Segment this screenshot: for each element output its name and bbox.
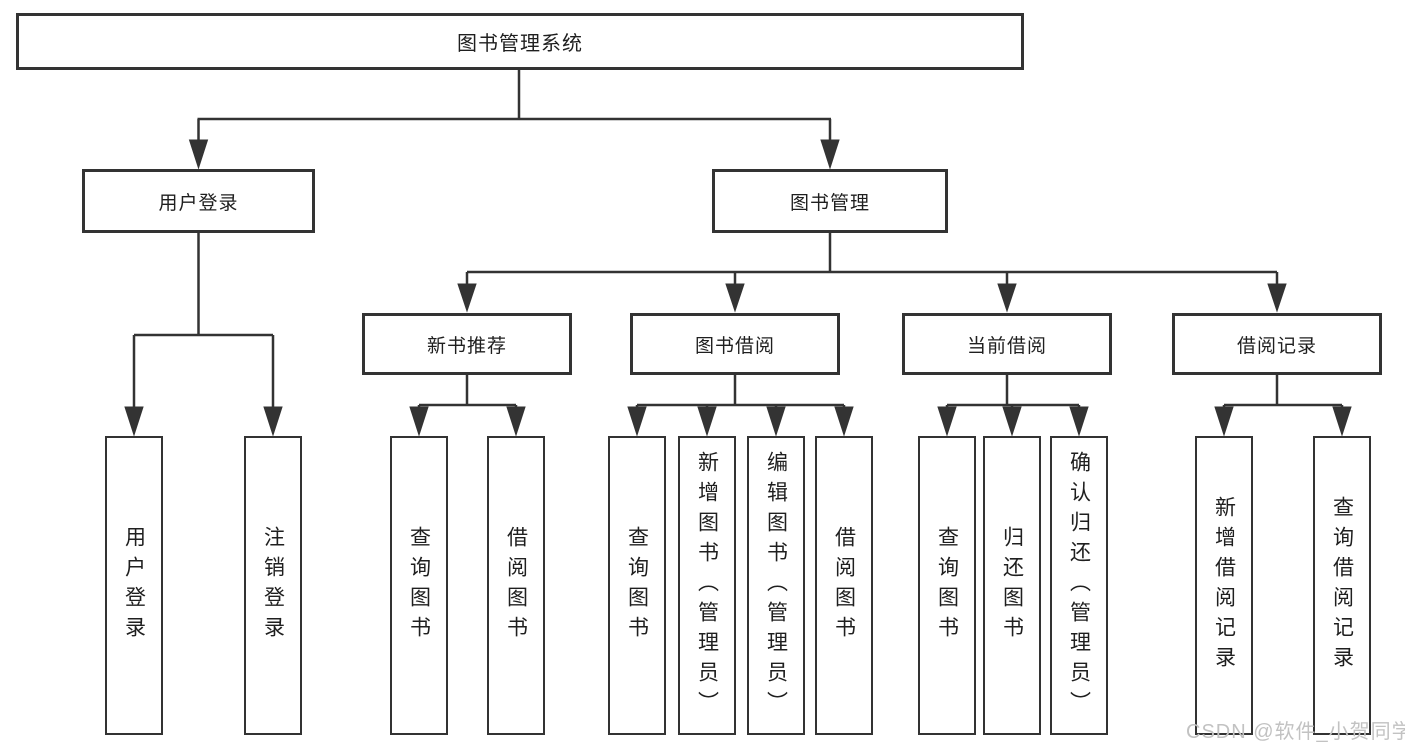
leaf-add-book-admin: 新增图书（管理员） bbox=[678, 436, 736, 735]
leaf-edit-book-admin: 编辑图书（管理员） bbox=[747, 436, 805, 735]
arrowhead-icon bbox=[1332, 406, 1352, 437]
node-label: 注销登录 bbox=[261, 525, 285, 646]
arrowhead-icon bbox=[506, 406, 526, 437]
edge-group-root bbox=[188, 70, 840, 170]
edge-group-book-management bbox=[457, 233, 1287, 313]
node-label: 查询借阅记录 bbox=[1330, 495, 1354, 676]
arrowhead-icon bbox=[725, 283, 745, 313]
leaf-query-book-3: 查询图书 bbox=[918, 436, 976, 735]
node-label: 编辑图书（管理员） bbox=[764, 450, 788, 721]
node-new-book-recommend: 新书推荐 bbox=[362, 313, 572, 375]
arrowhead-icon bbox=[188, 139, 209, 170]
edge-group-new-book-recommend bbox=[409, 375, 526, 437]
leaf-user-login: 用户登录 bbox=[105, 436, 163, 735]
arrowhead-icon bbox=[1002, 406, 1022, 437]
leaf-add-borrow-record: 新增借阅记录 bbox=[1195, 436, 1253, 735]
edge-group-book-borrow bbox=[627, 375, 854, 437]
arrowhead-icon bbox=[124, 406, 144, 437]
node-label: 用户登录 bbox=[158, 192, 239, 214]
csdn-watermark: CSDN @软件_小贺同学 bbox=[1186, 721, 1405, 743]
node-book-borrow: 图书借阅 bbox=[630, 313, 840, 375]
node-current-borrow: 当前借阅 bbox=[902, 313, 1112, 375]
arrowhead-icon bbox=[766, 406, 786, 437]
leaf-return-book: 归还图书 bbox=[983, 436, 1041, 735]
arrowhead-icon bbox=[263, 406, 283, 437]
arrowhead-icon bbox=[409, 406, 429, 437]
arrowhead-icon bbox=[697, 406, 717, 437]
node-label: 图书管理 bbox=[789, 192, 870, 214]
node-label: 归还图书 bbox=[1000, 525, 1024, 646]
node-library-management-system: 图书管理系统 bbox=[16, 13, 1024, 70]
edge-group-user-login bbox=[124, 233, 283, 437]
edge-group-borrow-records bbox=[1214, 375, 1352, 437]
arrowhead-icon bbox=[834, 406, 854, 437]
leaf-logout: 注销登录 bbox=[244, 436, 302, 735]
node-label: 查询图书 bbox=[625, 525, 649, 646]
node-book-management: 图书管理 bbox=[712, 169, 948, 233]
node-label: 查询图书 bbox=[935, 525, 959, 646]
edge-group-current-borrow bbox=[937, 375, 1089, 437]
arrowhead-icon bbox=[820, 139, 840, 170]
node-label: 当前借阅 bbox=[966, 335, 1047, 357]
leaf-query-book-1: 查询图书 bbox=[390, 436, 448, 735]
leaf-borrow-book-1: 借阅图书 bbox=[487, 436, 545, 735]
leaf-confirm-return-admin: 确认归还（管理员） bbox=[1050, 436, 1108, 735]
leaf-borrow-book-2: 借阅图书 bbox=[815, 436, 873, 735]
arrowhead-icon bbox=[1069, 406, 1089, 437]
node-label: 用户登录 bbox=[122, 525, 146, 646]
node-label: 图书管理系统 bbox=[457, 33, 583, 55]
leaf-query-book-2: 查询图书 bbox=[608, 436, 666, 735]
node-label: 图书借阅 bbox=[694, 335, 775, 357]
arrowhead-icon bbox=[1267, 283, 1287, 313]
node-label: 新增图书（管理员） bbox=[695, 450, 719, 721]
node-label: 借阅图书 bbox=[832, 525, 856, 646]
node-label: 确认归还（管理员） bbox=[1067, 450, 1091, 721]
arrowhead-icon bbox=[627, 406, 647, 437]
arrowhead-icon bbox=[997, 283, 1017, 313]
node-label: 新书推荐 bbox=[426, 335, 507, 357]
node-label: 查询图书 bbox=[407, 525, 431, 646]
arrowhead-icon bbox=[1214, 406, 1234, 437]
arrowhead-icon bbox=[457, 283, 477, 313]
leaf-query-borrow-record: 查询借阅记录 bbox=[1313, 436, 1371, 735]
node-borrow-records: 借阅记录 bbox=[1172, 313, 1382, 375]
node-label: 新增借阅记录 bbox=[1212, 495, 1236, 676]
node-user-login: 用户登录 bbox=[82, 169, 315, 233]
arrowhead-icon bbox=[937, 406, 957, 437]
node-label: 借阅记录 bbox=[1236, 335, 1317, 357]
node-label: 借阅图书 bbox=[504, 525, 528, 646]
